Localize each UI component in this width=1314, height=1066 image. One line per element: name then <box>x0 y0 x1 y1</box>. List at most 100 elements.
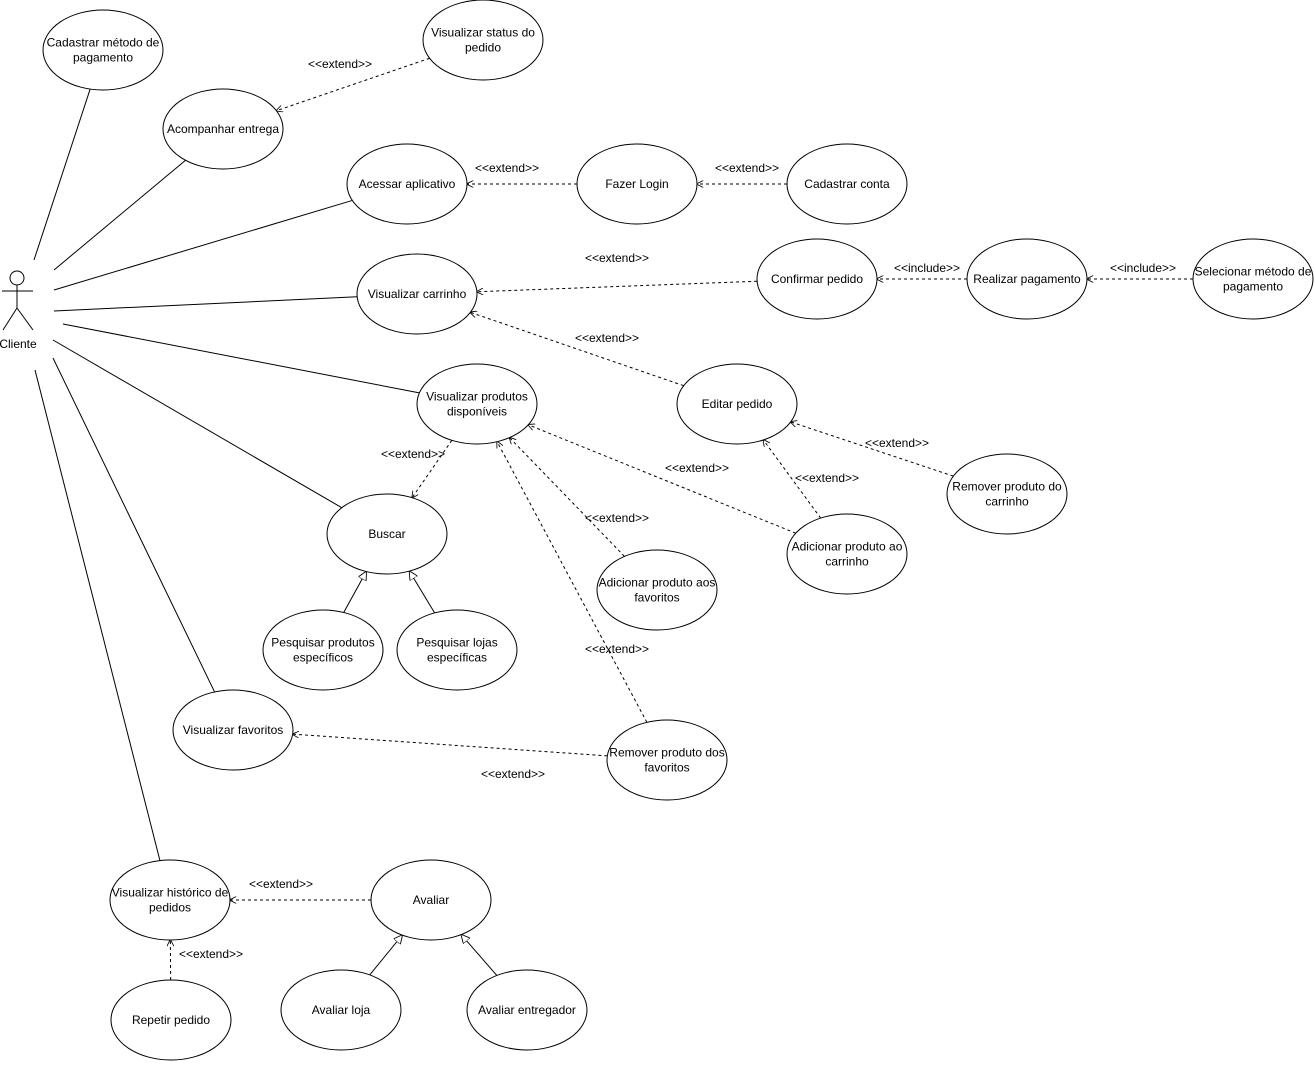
dependency-extend-remover_carrinho-to-editar_pedido: <<extend>> <box>791 422 954 476</box>
dependency-extend-visualizar_status-to-acompanhar_entrega: <<extend>> <box>276 57 429 111</box>
use-case-fazer_login[interactable]: Fazer Login <box>577 144 697 224</box>
dependency-extend-fazer_login-to-acessar_aplicativo: <<extend>> <box>467 161 577 184</box>
dependency-include-realizar_pagamento-to-confirmar_pedido: <<include>> <box>877 261 967 279</box>
use-case-label: específicos <box>293 651 353 665</box>
stereotype-label: <<extend>> <box>585 251 649 265</box>
use-case-acessar_aplicativo[interactable]: Acessar aplicativo <box>347 144 467 224</box>
use-case-label: Repetir pedido <box>132 1013 210 1027</box>
use-case-label: carrinho <box>825 555 869 569</box>
use-case-label: pagamento <box>1223 280 1283 294</box>
use-case-label: Realizar pagamento <box>973 272 1081 286</box>
use-case-label: Cadastrar método de <box>47 36 160 50</box>
generalization-avaliar_entregador-to-avaliar <box>461 935 497 976</box>
use-case-editar_pedido[interactable]: Editar pedido <box>677 364 797 444</box>
use-case-visualizar_carrinho[interactable]: Visualizar carrinho <box>357 254 477 334</box>
use-case-acompanhar_entrega[interactable]: Acompanhar entrega <box>163 89 283 169</box>
use-case-label: Fazer Login <box>605 177 668 191</box>
association-visualizar_historico <box>35 370 160 861</box>
actor-label: Cliente <box>0 337 37 351</box>
use-case-label: Visualizar status do <box>431 26 535 40</box>
use-case-avaliar_entregador[interactable]: Avaliar entregador <box>467 970 587 1050</box>
use-case-label: Adicionar produto ao <box>792 540 903 554</box>
stereotype-label: <<extend>> <box>249 877 313 891</box>
dependency-extend-adicionar_favoritos-to-visualizar_produtos: <<extend>> <box>510 438 650 557</box>
use-case-avaliar[interactable]: Avaliar <box>371 860 491 940</box>
use-case-label: Visualizar histórico de <box>112 886 229 900</box>
actor-right-leg <box>17 308 33 330</box>
use-case-label: Remover produto do <box>952 480 1062 494</box>
use-case-label: Confirmar pedido <box>771 272 863 286</box>
use-case-label: Pesquisar produtos <box>271 636 374 650</box>
association-acompanhar_entrega <box>54 160 186 270</box>
use-case-label: Visualizar carrinho <box>368 287 467 301</box>
use-case-label: Adicionar produto aos <box>599 576 716 590</box>
association-buscar <box>53 340 342 508</box>
stereotype-label: <<extend>> <box>665 461 729 475</box>
actor-head <box>10 271 24 285</box>
use-case-confirmar_pedido[interactable]: Confirmar pedido <box>757 239 877 319</box>
use-case-label: pedido <box>465 41 501 55</box>
dependency-include-selecionar_metodo-to-realizar_pagamento: <<include>> <box>1087 261 1193 279</box>
use-case-label: Selecionar método de <box>1195 265 1312 279</box>
use-case-buscar[interactable]: Buscar <box>327 494 447 574</box>
dependency-line <box>293 734 608 756</box>
stereotype-label: <<extend>> <box>795 471 859 485</box>
use-case-label: Visualizar favoritos <box>183 723 284 737</box>
use-case-label: Visualizar produtos <box>426 390 528 404</box>
use-case-label: pedidos <box>149 901 191 915</box>
use-case-label: Editar pedido <box>702 397 773 411</box>
dependency-extend-remover_favoritos-to-visualizar_favoritos: <<extend>> <box>293 734 608 781</box>
association-visualizar_favoritos <box>53 358 215 692</box>
use-case-realizar_pagamento[interactable]: Realizar pagamento <box>967 239 1087 319</box>
generalization-avaliar_loja-to-avaliar <box>370 935 403 975</box>
use-case-label: Avaliar entregador <box>478 1003 576 1017</box>
stereotype-label: <<extend>> <box>715 161 779 175</box>
dependency-extend-repetir_pedido-to-visualizar_historico: <<extend>> <box>170 940 243 980</box>
dependency-extend-visualizar_produtos-to-buscar: <<extend>> <box>381 440 452 497</box>
stereotype-label: <<extend>> <box>865 436 929 450</box>
generalization-pesquisar_produtos-to-buscar <box>344 572 367 613</box>
dependency-extend-cadastrar_conta-to-fazer_login: <<extend>> <box>697 161 787 184</box>
stereotype-label: <<extend>> <box>575 331 639 345</box>
stereotype-label: <<extend>> <box>179 947 243 961</box>
stereotype-label: <<extend>> <box>308 57 372 71</box>
use-case-label: disponíveis <box>447 405 507 419</box>
stereotype-label: <<extend>> <box>381 447 445 461</box>
use-case-avaliar_loja[interactable]: Avaliar loja <box>281 970 401 1050</box>
stereotype-label: <<extend>> <box>481 767 545 781</box>
use-case-label: Cadastrar conta <box>804 177 890 191</box>
use-case-label: específicas <box>427 651 487 665</box>
use-case-label: favoritos <box>644 761 689 775</box>
use-case-label: carrinho <box>985 495 1029 509</box>
use-case-label: Avaliar loja <box>312 1003 371 1017</box>
association-visualizar_carrinho <box>54 297 357 311</box>
use-case-cadastrar_conta[interactable]: Cadastrar conta <box>787 144 907 224</box>
association-cadastrar_metodo <box>34 89 90 260</box>
use-case-repetir_pedido[interactable]: Repetir pedido <box>111 980 231 1060</box>
use-case-label: Acessar aplicativo <box>359 177 456 191</box>
stereotype-label: <<include>> <box>894 261 960 275</box>
association-acessar_aplicativo <box>54 200 352 290</box>
generalization-pesquisar_lojas-to-buscar <box>409 571 434 613</box>
stereotype-label: <<extend>> <box>475 161 539 175</box>
dependency-line <box>477 281 757 292</box>
use-case-visualizar_favoritos[interactable]: Visualizar favoritos <box>173 690 293 770</box>
dependency-extend-adicionar_carrinho-to-editar_pedido: <<extend>> <box>763 440 859 518</box>
use-case-label: Acompanhar entrega <box>167 122 279 136</box>
stereotype-label: <<extend>> <box>585 511 649 525</box>
actor-cliente[interactable]: Cliente <box>0 271 37 351</box>
use-case-label: pagamento <box>73 51 133 65</box>
